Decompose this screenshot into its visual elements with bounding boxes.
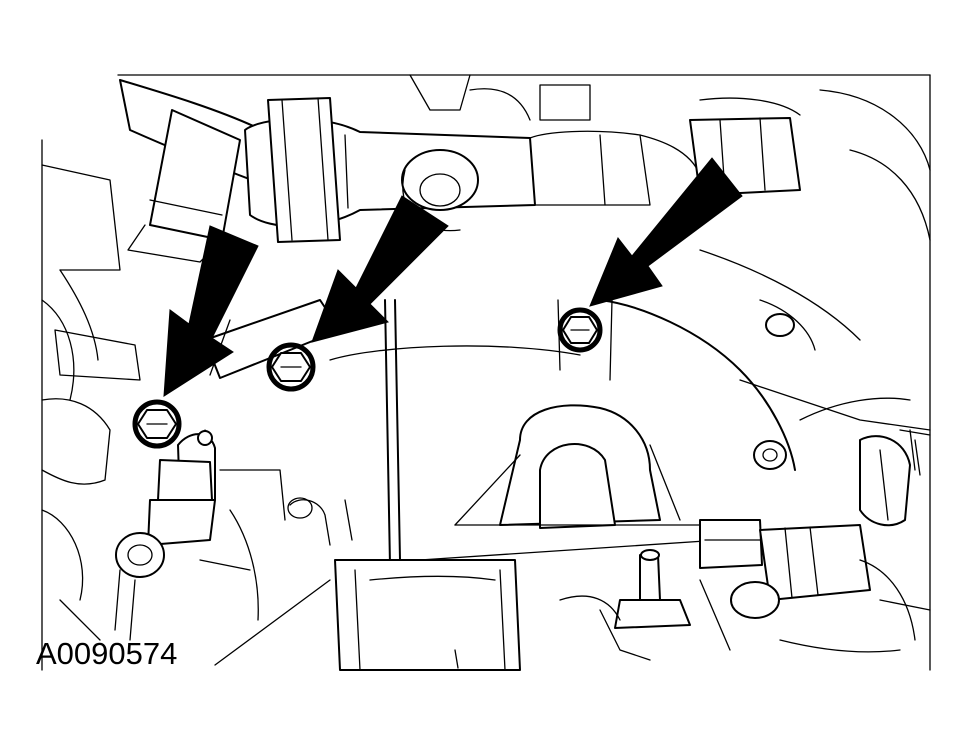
arrow-icon bbox=[163, 225, 259, 397]
bolt-center bbox=[266, 342, 316, 392]
figure-id-label: A0090574 bbox=[36, 636, 178, 671]
bolt-right bbox=[557, 307, 603, 353]
arrow-icon bbox=[589, 157, 743, 307]
bolt-left bbox=[132, 399, 182, 449]
arrow-center-callout bbox=[311, 195, 449, 343]
engine-component-outlines bbox=[41, 74, 931, 671]
arrow-right-callout bbox=[589, 157, 743, 307]
arrow-left-callout bbox=[163, 225, 259, 397]
arrow-icon bbox=[311, 195, 449, 343]
